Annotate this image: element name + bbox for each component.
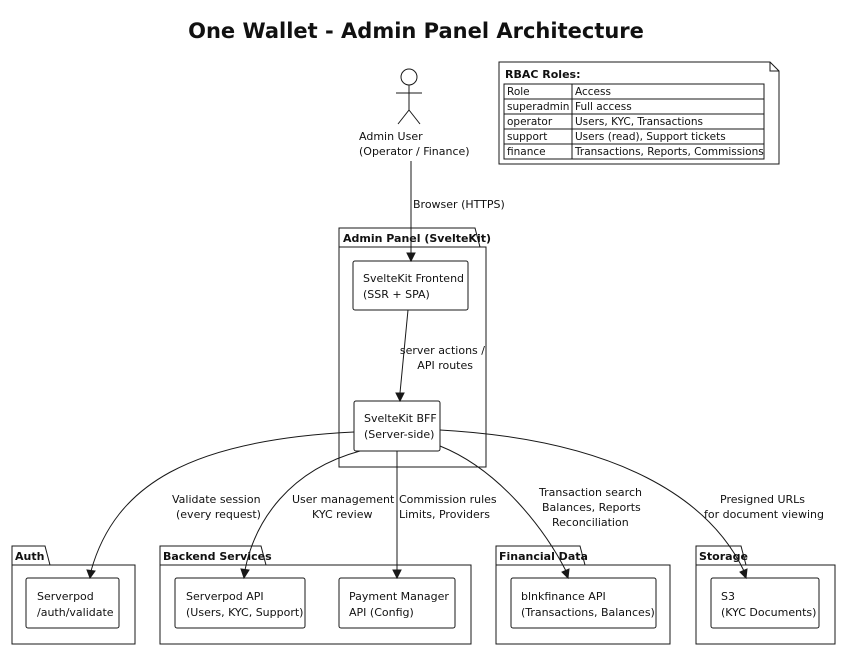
backend-services-package-label: Backend Services [163, 550, 272, 563]
svg-text:API routes: API routes [417, 359, 473, 372]
svg-text:Serverpod API: Serverpod API [186, 590, 264, 603]
rbac-role-cell: superadmin [507, 101, 569, 113]
sveltekit-frontend-node: SvelteKit Frontend (SSR + SPA) [352, 260, 469, 311]
svg-text:User management: User management [292, 493, 395, 506]
rbac-note-frame [498, 61, 780, 165]
rbac-role-cell: support [507, 131, 547, 143]
svg-text:API (Config): API (Config) [349, 606, 414, 619]
admin-panel-package-label: Admin Panel (SvelteKit) [343, 232, 491, 245]
edge-actor-to-frontend: Browser (HTTPS) [406, 161, 505, 263]
financial-data-package-label: Financial Data [499, 550, 588, 563]
svg-text:Balances, Reports: Balances, Reports [542, 501, 641, 514]
svg-text:(every request): (every request) [176, 508, 261, 521]
svg-text:Payment Manager: Payment Manager [349, 590, 449, 603]
rbac-header-access: Access [575, 86, 611, 98]
edge-bff-to-s3: Presigned URLs for document viewing [439, 429, 824, 580]
blnkfinance-api-node: blnkfinance API (Transactions, Balances) [510, 577, 657, 629]
svg-text:for document viewing: for document viewing [704, 508, 824, 521]
edge-bff-to-blnkfinance: Transaction search Balances, Reports Rec… [439, 445, 642, 580]
rbac-access-cell: Users (read), Support tickets [575, 131, 726, 143]
rbac-note-title: RBAC Roles: [505, 68, 580, 81]
rbac-table [503, 83, 765, 160]
auth-package-label: Auth [15, 550, 44, 563]
svg-text:(Transactions, Balances): (Transactions, Balances) [521, 606, 655, 619]
edge-bff-to-payment-manager: Commission rules Limits, Providers [392, 451, 497, 580]
rbac-role-cell: operator [507, 116, 553, 128]
actor-left-leg-icon [397, 109, 410, 125]
svg-text:Transaction search: Transaction search [538, 486, 642, 499]
rbac-access-cell: Full access [575, 101, 632, 113]
svg-text:Limits, Providers: Limits, Providers [399, 508, 490, 521]
actor-head-icon [400, 68, 418, 86]
rbac-roles-note: RBAC Roles: Role Access superadmin Full … [498, 61, 780, 165]
svg-text:(KYC Documents): (KYC Documents) [721, 606, 816, 619]
svg-text:(Server-side): (Server-side) [364, 428, 434, 441]
svg-text:KYC review: KYC review [312, 508, 373, 521]
actor-right-leg-icon [408, 109, 421, 125]
rbac-header-role: Role [507, 86, 530, 98]
svg-text:Validate session: Validate session [172, 493, 261, 506]
sveltekit-bff-node: SvelteKit BFF (Server-side) [353, 400, 441, 452]
admin-user-actor: Admin User (Operator / Finance) [359, 68, 470, 158]
svg-text:blnkfinance API: blnkfinance API [521, 590, 606, 603]
svg-text:(SSR + SPA): (SSR + SPA) [363, 288, 430, 301]
rbac-access-cell: Transactions, Reports, Commissions [574, 146, 764, 158]
svg-text:SvelteKit Frontend: SvelteKit Frontend [363, 272, 464, 285]
actor-name-line-1: Admin User [359, 130, 423, 143]
storage-package-label: Storage [699, 550, 748, 563]
svg-text:server actions /: server actions / [400, 344, 485, 357]
edge-frontend-to-bff: server actions / API routes [395, 309, 485, 403]
svg-text:Reconciliation: Reconciliation [552, 516, 629, 529]
svg-text:Browser (HTTPS): Browser (HTTPS) [413, 198, 505, 211]
svg-text:/auth/validate: /auth/validate [37, 606, 114, 619]
serverpod-api-node: Serverpod API (Users, KYC, Support) [174, 577, 306, 629]
diagram-title: One Wallet - Admin Panel Architecture [188, 19, 644, 43]
svg-text:(Users, KYC, Support): (Users, KYC, Support) [186, 606, 303, 619]
svg-text:SvelteKit BFF: SvelteKit BFF [364, 412, 437, 425]
svg-text:Commission rules: Commission rules [399, 493, 497, 506]
rbac-role-cell: finance [507, 146, 546, 158]
edge-bff-to-auth: Validate session (every request) [86, 431, 355, 580]
svg-text:Serverpod: Serverpod [37, 590, 94, 603]
payment-manager-node: Payment Manager API (Config) [338, 577, 456, 629]
svg-text:Presigned URLs: Presigned URLs [720, 493, 805, 506]
serverpod-auth-node: Serverpod /auth/validate [25, 577, 120, 629]
rbac-access-cell: Users, KYC, Transactions [575, 116, 703, 128]
actor-name-line-2: (Operator / Finance) [359, 145, 470, 158]
rbac-note-corner-fold [769, 62, 779, 72]
edge-bff-to-serverpod-api: User management KYC review [240, 450, 395, 580]
s3-storage-node: S3 (KYC Documents) [710, 577, 820, 629]
svg-text:S3: S3 [721, 590, 735, 603]
